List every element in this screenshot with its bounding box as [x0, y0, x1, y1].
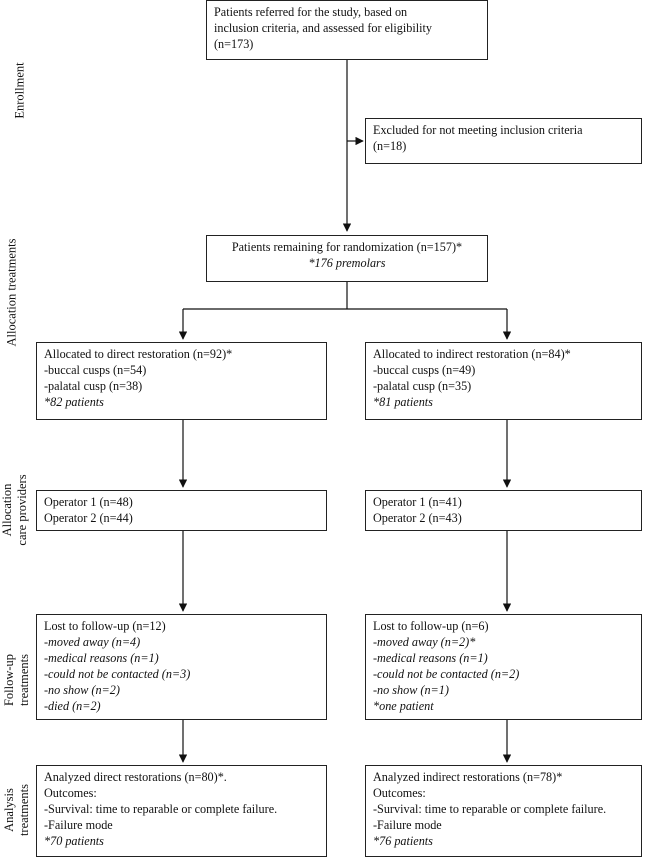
- indirect-lost-line: -medical reasons (n=1): [373, 651, 488, 665]
- indirect-alloc-line: *81 patients: [373, 395, 433, 409]
- box-direct-lost: Lost to follow-up (n=12) -moved away (n=4…: [36, 614, 327, 720]
- stage-label-allocation-treatments: Allocation treatments: [5, 223, 20, 363]
- indirect-analyzed-line: -Survival: time to reparable or complete…: [373, 802, 607, 816]
- direct-lost-line: -medical reasons (n=1): [44, 651, 159, 665]
- indirect-lost-line: Lost to follow-up (n=6): [373, 619, 489, 633]
- direct-lost-line: -could not be contacted (n=3): [44, 667, 191, 681]
- indirect-lost-line: -no show (n=1): [373, 683, 449, 697]
- direct-operators-line: Operator 2 (n=44): [44, 511, 133, 525]
- randomization-line: Patients remaining for randomization (n=…: [231, 240, 463, 254]
- randomization-line: *176 premolars: [308, 256, 386, 270]
- direct-analyzed-line: Outcomes:: [44, 786, 97, 800]
- box-indirect-analyzed: Analyzed indirect restorations (n=78)* Ou…: [365, 765, 642, 857]
- stage-label-line: Analysis: [2, 788, 16, 832]
- indirect-lost-line: *one patient: [373, 699, 434, 713]
- direct-operators-line: Operator 1 (n=48): [44, 495, 133, 509]
- box-indirect-allocation: Allocated to indirect restoration (n=84)…: [365, 342, 642, 420]
- direct-analyzed-line: Analyzed direct restorations (n=80)*.: [44, 770, 227, 784]
- direct-alloc-line: -palatal cusp (n=38): [44, 379, 143, 393]
- direct-lost-line: -no show (n=2): [44, 683, 120, 697]
- indirect-analyzed-line: Outcomes:: [373, 786, 426, 800]
- indirect-alloc-line: -buccal cusps (n=49): [373, 363, 476, 377]
- excluded-line: Excluded for not meeting inclusion crite…: [373, 123, 583, 137]
- direct-lost-line: -died (n=2): [44, 699, 101, 713]
- indirect-lost-line: -could not be contacted (n=2): [373, 667, 520, 681]
- referred-line: Patients referred for the study, based o…: [214, 5, 408, 19]
- referred-line: (n=173): [214, 37, 254, 51]
- stage-label-line: care providers: [15, 474, 29, 546]
- box-referred: Patients referred for the study, based o…: [206, 0, 488, 60]
- direct-alloc-line: Allocated to direct restoration (n=92)*: [44, 347, 233, 361]
- indirect-operators-line: Operator 2 (n=43): [373, 511, 462, 525]
- box-excluded: Excluded for not meeting inclusion crite…: [365, 118, 642, 164]
- box-indirect-lost: Lost to follow-up (n=6) -moved away (n=2)…: [365, 614, 642, 720]
- direct-lost-line: Lost to follow-up (n=12): [44, 619, 166, 633]
- indirect-operators-line: Operator 1 (n=41): [373, 495, 462, 509]
- indirect-alloc-line: -palatal cusp (n=35): [373, 379, 472, 393]
- direct-analyzed-line: -Failure mode: [44, 818, 113, 832]
- stage-label-line: Enrollment: [12, 62, 27, 119]
- direct-alloc-line: *82 patients: [44, 395, 104, 409]
- direct-alloc-line: -buccal cusps (n=54): [44, 363, 147, 377]
- stage-label-line: treatments: [17, 653, 31, 707]
- box-direct-analyzed: Analyzed direct restorations (n=80)*. Out…: [36, 765, 327, 857]
- direct-analyzed-line: *70 patients: [44, 834, 104, 848]
- indirect-analyzed-line: Analyzed indirect restorations (n=78)*: [373, 770, 563, 784]
- indirect-alloc-line: Allocated to indirect restoration (n=84)…: [373, 347, 571, 361]
- direct-analyzed-line: -Survival: time to reparable or complete…: [44, 802, 278, 816]
- stage-label-line: Allocation: [0, 483, 14, 537]
- excluded-line: (n=18): [373, 139, 407, 153]
- direct-lost-line: -moved away (n=4): [44, 635, 141, 649]
- referred-line: inclusion criteria, and assessed for eli…: [214, 21, 432, 35]
- box-direct-allocation: Allocated to direct restoration (n=92)* -…: [36, 342, 327, 420]
- box-indirect-operators: Operator 1 (n=41) Operator 2 (n=43): [365, 490, 642, 531]
- box-direct-operators: Operator 1 (n=48) Operator 2 (n=44): [36, 490, 327, 531]
- stage-label-line: Allocation treatments: [4, 238, 19, 347]
- indirect-lost-line: -moved away (n=2)*: [373, 635, 476, 649]
- stage-label-line: treatments: [17, 783, 31, 837]
- stage-label-enrollment: Enrollment: [13, 41, 28, 141]
- box-randomization: Patients remaining for randomization (n=…: [206, 235, 488, 282]
- stage-label-line: Follow-up: [2, 653, 16, 707]
- indirect-analyzed-line: -Failure mode: [373, 818, 442, 832]
- indirect-analyzed-line: *76 patients: [373, 834, 433, 848]
